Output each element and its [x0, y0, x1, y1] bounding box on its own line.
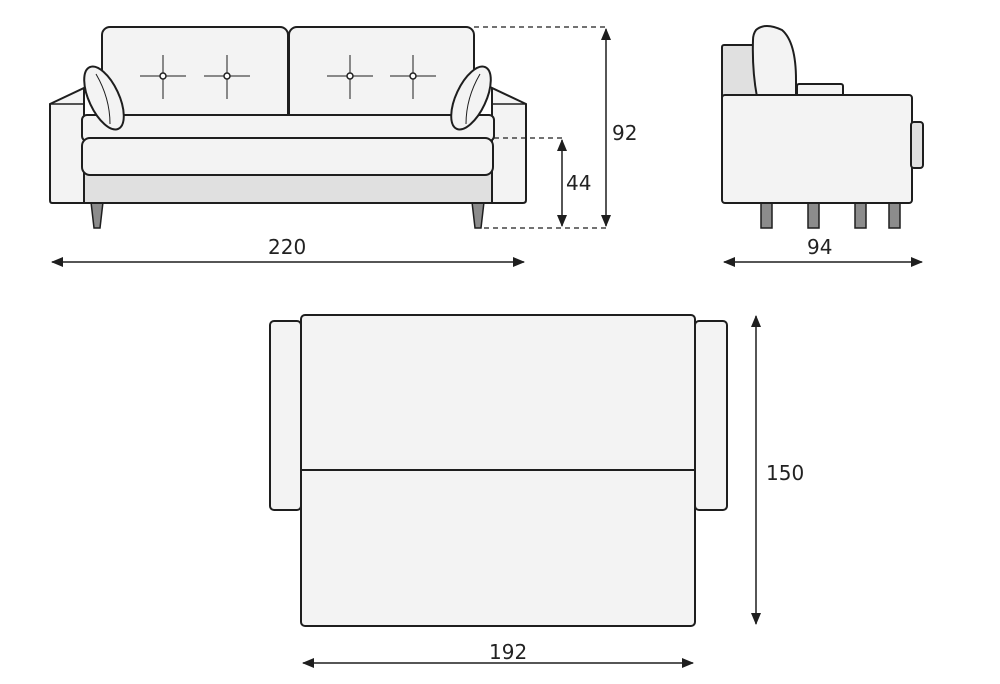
bed-dimensions: 150 192 — [302, 315, 804, 668]
side-leg — [807, 201, 820, 229]
side-arm-body — [721, 94, 913, 204]
side-depth-label: 94 — [807, 235, 832, 259]
tuft-button — [223, 72, 231, 80]
side-view — [721, 25, 924, 229]
bed-arm-left — [269, 320, 302, 511]
side-leg — [760, 201, 773, 229]
pillow-left — [83, 65, 125, 131]
bed-length-label: 150 — [766, 461, 804, 485]
side-leg — [854, 201, 867, 229]
side-leg — [888, 201, 901, 229]
arm-left — [49, 86, 85, 204]
seat-height-label: 44 — [566, 171, 591, 195]
bed-arm-right — [694, 320, 728, 511]
pillow-right — [450, 65, 492, 131]
total-height-label: 92 — [612, 121, 637, 145]
seat-cushion — [81, 137, 494, 176]
tuft-button — [346, 72, 354, 80]
back-cushion-left — [101, 26, 289, 126]
bed-top-view — [269, 314, 728, 627]
bed-width-label: 192 — [489, 640, 527, 664]
front-leg-left — [90, 201, 104, 229]
tuft-button — [409, 72, 417, 80]
side-dimensions: 94 — [723, 235, 923, 267]
side-back-cushion — [751, 25, 797, 98]
arm-right — [491, 86, 527, 204]
front-leg-right — [471, 201, 485, 229]
tuft-button — [159, 72, 167, 80]
front-dimensions: 92 44 220 — [51, 26, 637, 267]
side-mechanism — [910, 121, 924, 169]
back-cushion-right — [288, 26, 475, 126]
front-width-label: 220 — [268, 235, 306, 259]
tufting — [140, 55, 436, 99]
front-view — [49, 26, 527, 229]
